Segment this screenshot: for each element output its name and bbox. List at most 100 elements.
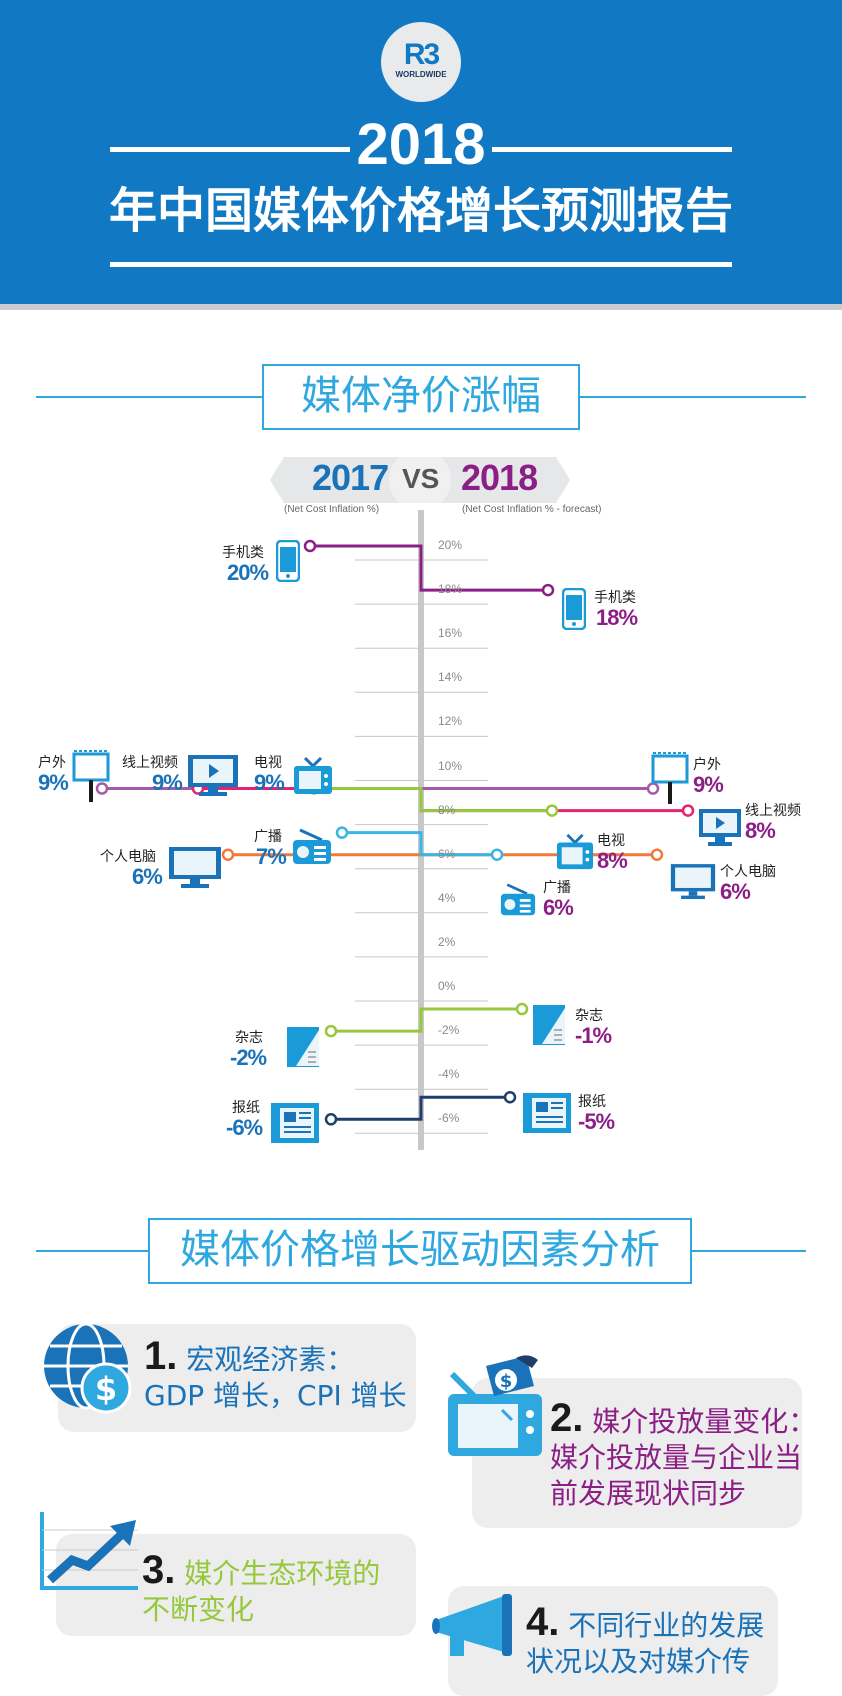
globe-dollar-icon: $ [44,1322,132,1414]
factor-3-line1: 媒介生态环境的 [184,1557,381,1590]
vs-banner [270,457,570,503]
value-2017-newspaper: -6% [226,1115,263,1140]
label-2017-pc: 个人电脑 [100,849,156,865]
value-2018-radio: 6% [543,895,574,920]
left-subtitle: (Net Cost Inflation %) [284,504,380,515]
tv-money-icon: $ [448,1355,542,1456]
tv-icon [294,756,332,794]
year-2017-label: 2017 [312,457,389,498]
value-2018-outdoor: 9% [693,772,724,797]
factor-4-text: 4. 不同行业的发展 状况以及对媒介传 [526,1602,765,1680]
factor-1-line1: 宏观经济素： [186,1343,355,1376]
year-2018-label: 2018 [461,457,538,498]
billboard-icon [72,750,110,802]
series-line-广播 [342,831,497,857]
logo-sub-text: WORLDWIDE [395,70,447,79]
factor-2-text: 2. 媒介投放量变化： 媒介投放量与企业当 前发展现状同步 [550,1398,817,1512]
factor-1-text: 1. 宏观经济素： GDP 增长，CPI 增长 [144,1336,407,1414]
series-line-报纸 [331,1095,510,1121]
label-2017-radio: 广播 [254,829,282,845]
video-monitor-icon [188,755,238,796]
label-2018-tv: 电视 [597,833,625,849]
point-2017-广播 [335,826,349,839]
value-2017-pc: 6% [132,864,163,889]
y-tick-label: 4% [438,890,456,905]
mobile-phone-icon [562,588,586,630]
point-2017-手机类 [303,539,317,553]
svg-text:$: $ [500,1371,513,1392]
factor-2-line3: 前发展现状同步 [550,1477,747,1510]
desktop-monitor-icon [169,847,221,888]
point-2018-报纸 [503,1091,517,1104]
report-title: 年中国媒体价格增长预测报告 [108,183,733,239]
growth-chart-icon [40,1512,138,1590]
value-2017-tv: 9% [254,770,285,795]
logo-main-text: R3 [403,38,440,71]
header-banner: R3 WORLDWIDE 2018 年中国媒体价格增长预测报告 [0,0,842,310]
label-2018-pc: 个人电脑 [720,864,776,880]
label-2017-newspaper: 报纸 [232,1100,260,1116]
value-2018-pc: 6% [720,879,751,904]
radio-icon [500,883,536,916]
value-2018-newspaper: -5% [578,1109,615,1134]
factor-card-3 [56,1534,416,1636]
right-subtitle: (Net Cost Inflation % - forecast) [462,504,602,515]
y-tick-label: 16% [438,626,463,641]
svg-text:$: $ [95,1370,117,1408]
point-2017-户外 [95,782,109,795]
factor-4-number: 4. [526,1600,560,1644]
y-tick-label: -6% [438,1111,460,1126]
label-2018-mobile: 手机类 [594,590,636,606]
tv-icon [556,833,594,870]
desktop-monitor-icon [670,864,716,900]
y-tick-label: -2% [438,1023,460,1038]
section1-title: 媒体净价涨幅 [262,364,580,430]
factor-4-line1: 不同行业的发展 [568,1609,765,1642]
y-tick-label: 0% [438,979,456,993]
factor-1-number: 1. [144,1334,178,1378]
series-line-手机类 [310,544,548,592]
value-2017-magazine: -2% [230,1045,267,1070]
point-2018-手机类 [541,583,555,597]
label-2017-mobile: 手机类 [222,545,264,561]
series-line-电视 [314,787,552,813]
label-2018-radio: 广播 [543,880,571,896]
section2-title: 媒体价格增长驱动因素分析 [148,1218,692,1284]
factor-3-number: 3. [142,1548,176,1592]
value-2017-radio: 7% [256,844,287,869]
y-tick-label: 2% [438,934,456,949]
factor-2-line2: 媒介投放量与企业当 [550,1441,803,1474]
label-2018-online-video: 线上视频 [745,803,801,819]
factor-3-text: 3. 媒介生态环境的 不断变化 [142,1550,381,1628]
magazine-icon [533,1005,565,1045]
title-rule-left [110,147,350,152]
factor-3-line2: 不断变化 [142,1593,255,1626]
value-2017-mobile: 20% [227,560,269,585]
value-2017-online-video: 9% [152,770,183,795]
vs-label: VS [402,463,440,494]
factor-2-number: 2. [550,1396,584,1440]
y-tick-label: 12% [438,714,463,729]
point-2018-杂志 [515,1002,529,1016]
factor-1-line2: GDP 增长，CPI 增长 [144,1379,407,1412]
label-2018-outdoor: 户外 [693,757,721,773]
factor-4-line2: 状况以及对媒介传 [526,1645,751,1678]
point-2017-个人电脑 [221,848,235,861]
value-2017-outdoor: 9% [38,770,69,795]
point-2018-广播 [490,848,504,861]
point-2017-杂志 [324,1024,338,1038]
label-2018-newspaper: 报纸 [578,1094,606,1110]
title-rule-bottom [110,262,732,267]
newspaper-icon [271,1103,319,1143]
point-2018-个人电脑 [650,848,664,861]
radio-icon [293,828,331,864]
video-monitor-icon [699,809,741,846]
factor-2-line1: 媒介投放量变化： [592,1405,817,1438]
value-2018-online-video: 8% [745,818,776,843]
mobile-phone-icon [276,540,300,582]
label-2017-magazine: 杂志 [235,1030,263,1046]
label-2017-outdoor: 户外 [38,755,66,771]
point-2018-户外 [646,782,660,795]
y-tick-label: 6% [438,846,456,861]
